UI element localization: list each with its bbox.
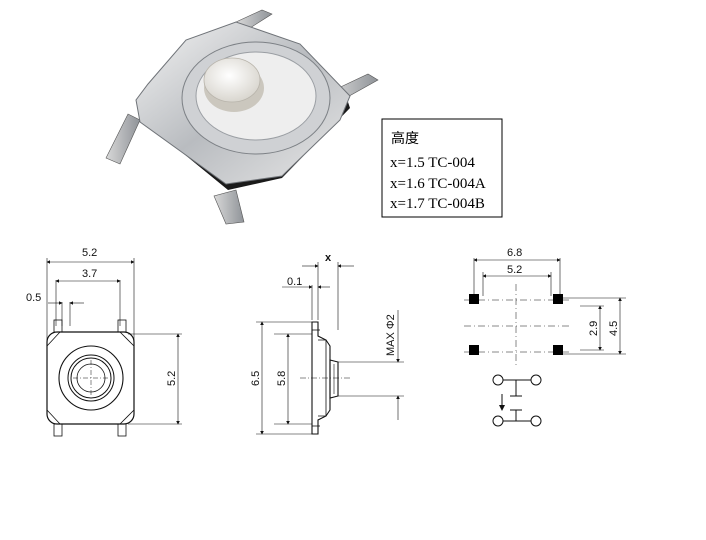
switch-schematic (492, 374, 542, 427)
dim-inner-width: 3.7 (82, 268, 97, 280)
front-pin (117, 319, 127, 333)
terminal (530, 415, 542, 427)
legend-row: x=1.5 TC-004 (390, 155, 475, 171)
solder-pad (469, 294, 479, 304)
terminal (492, 415, 504, 427)
terminal (492, 374, 504, 386)
dim-overall-width: 5.2 (82, 247, 97, 259)
solder-pad (553, 294, 563, 304)
legend-row: x=1.7 TC-004B (390, 196, 485, 212)
solder-pad (469, 345, 479, 355)
dim-outer-pitch: 6.8 (507, 247, 522, 259)
solder-pad (553, 345, 563, 355)
front-view (46, 258, 182, 437)
legend-row: x=1.6 TC-004A (390, 176, 486, 192)
front-pin (53, 319, 63, 333)
legend-title: 高度 (391, 130, 419, 147)
dim-pin-width: 0.5 (26, 292, 41, 304)
height-legend: 高度 x=1.5 TC-004 x=1.6 TC-004A x=1.7 TC-0… (381, 118, 503, 218)
dim-x: x (325, 252, 332, 264)
side-body (311, 321, 331, 435)
side-view (256, 262, 404, 435)
dim-body-height: 5.8 (276, 371, 288, 386)
terminal (530, 374, 542, 386)
dim-height: 5.2 (166, 371, 178, 386)
footprint-pads (469, 294, 563, 355)
front-pin (53, 423, 63, 437)
dim-row-pitch: 2.9 (588, 321, 600, 336)
side-actuator (329, 359, 339, 399)
actuator-cap (203, 57, 261, 103)
dim-offset: 0.1 (287, 276, 302, 288)
footprint-view (464, 258, 626, 368)
switch-photo (105, 9, 379, 225)
dim-overall-height: 6.5 (250, 371, 262, 386)
front-pin (117, 423, 127, 437)
pin-bottom (213, 189, 245, 225)
dim-inner-pitch: 5.2 (507, 264, 522, 276)
dim-max-diameter: MAX Φ2 (385, 314, 397, 356)
dim-outer-row: 4.5 (608, 321, 620, 336)
pin-left (105, 113, 141, 165)
